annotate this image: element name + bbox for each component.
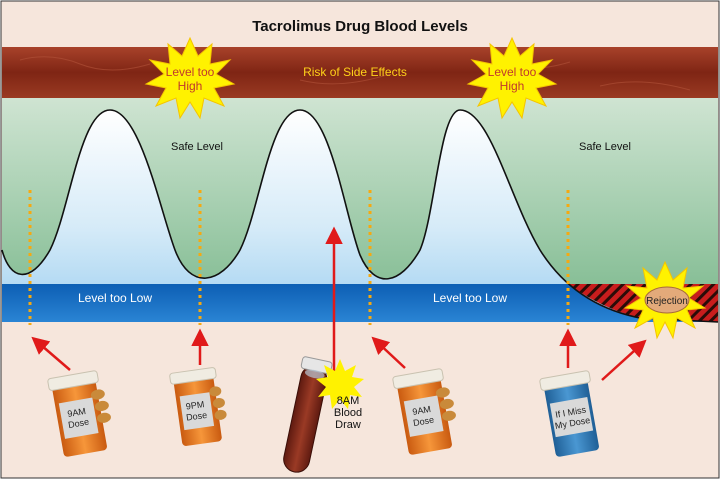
page-title: Tacrolimus Drug Blood Levels xyxy=(252,18,468,35)
burst-rejection: Rejection xyxy=(623,260,707,340)
pill-bottle-missed: If I Miss My Dose xyxy=(539,370,599,457)
bottle-3-line-2: Dose xyxy=(412,415,434,428)
arrow-dose-1 xyxy=(31,336,71,371)
burst-high-1: Level too High xyxy=(144,36,236,120)
high-band xyxy=(2,47,718,98)
blood-draw-line-3: Draw xyxy=(335,419,361,431)
arrows xyxy=(31,226,647,381)
side-effects-label: Risk of Side Effects xyxy=(303,65,407,79)
level-curve-line xyxy=(1,109,719,323)
pill-bottle-3: 9AM Dose xyxy=(392,368,456,455)
safe-label-left: Safe Level xyxy=(171,141,223,153)
rejection-organ xyxy=(644,286,690,314)
blood-draw-burst xyxy=(316,359,364,409)
blood-tube xyxy=(283,356,333,473)
bottle-2-line-2: Dose xyxy=(185,410,207,423)
arrow-dose-3 xyxy=(371,336,406,369)
level-curve-fill xyxy=(2,110,718,322)
low-label-right-front: Level too Low xyxy=(433,291,507,305)
bottle-1-line-2: Dose xyxy=(67,417,89,430)
pill-bottle-2: 9PM Dose xyxy=(169,367,227,446)
title-band xyxy=(2,2,718,46)
burst-high-2-line-1: Level too xyxy=(488,65,537,79)
burst-high-1-line-1: Level too xyxy=(166,65,215,79)
burst-high-1-line-2: High xyxy=(178,79,203,93)
burst-high-2: Level too High xyxy=(466,36,558,120)
bottle-2-line-1: 9PM xyxy=(185,399,205,411)
blood-draw-line-1: 8AM xyxy=(337,395,360,407)
pill-bottle-1: 9AM Dose xyxy=(47,370,111,457)
dose-lines xyxy=(28,190,570,325)
low-band-overlay xyxy=(2,284,568,322)
rejection-label: Rejection xyxy=(646,296,688,307)
safe-label-right: Safe Level xyxy=(579,141,631,153)
high-band-texture xyxy=(19,56,691,91)
arrow-rejection xyxy=(601,339,647,381)
blood-draw-line-2: Blood xyxy=(334,407,362,419)
bottle-1-line-1: 9AM xyxy=(67,406,87,419)
low-label-left-front: Level too Low xyxy=(78,291,152,305)
bottle-3-line-1: 9AM xyxy=(412,404,432,417)
burst-high-2-line-2: High xyxy=(500,79,525,93)
